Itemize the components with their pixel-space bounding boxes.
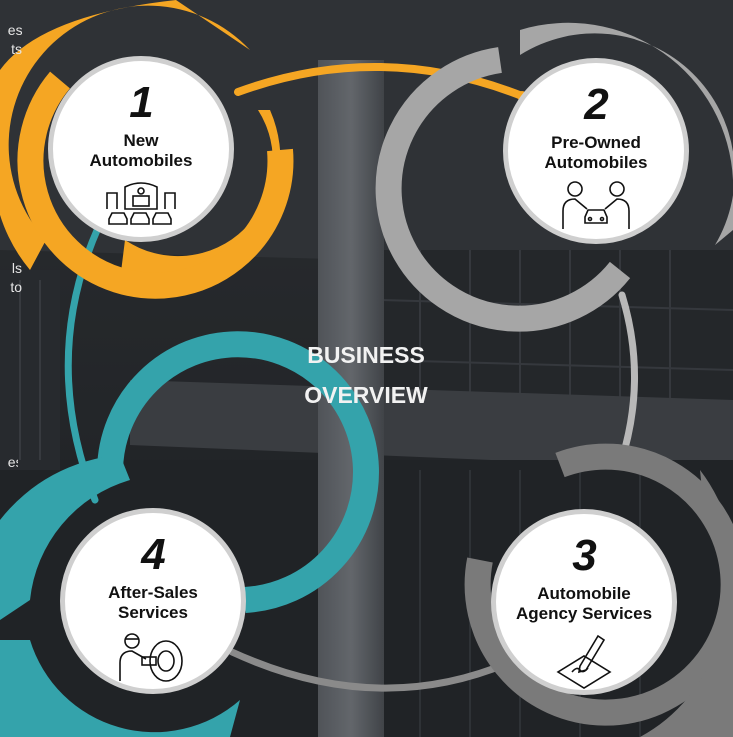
edge-fragment-2: ts [11, 41, 22, 57]
connector-2-to-3 [616, 291, 638, 469]
node4-outer-arc [0, 455, 130, 620]
connector-3-to-4 [228, 648, 519, 692]
showroom-icon [106, 182, 176, 225]
node-title: New Automobiles [89, 131, 193, 170]
edge-text-fragment: es [0, 2, 22, 40]
signature-icon [556, 634, 612, 689]
edge-fragment-5: es [7, 454, 18, 470]
node-number: 4 [141, 530, 165, 579]
edge-fragment-4: to [10, 279, 22, 295]
center-title-line2: OVERVIEW [304, 382, 428, 408]
node3-ring [464, 443, 733, 726]
node-title: Automobile Agency Services [515, 584, 653, 623]
mechanic-tire-icon [119, 633, 183, 682]
node4-ring [97, 331, 379, 613]
node1-outer-arc [0, 0, 250, 270]
edge-fragment-1: es [7, 22, 22, 38]
node-new-automobiles[interactable]: 1 New Automobiles [48, 56, 234, 242]
node-pre-owned-automobiles[interactable]: 2 Pre-Owned Automobiles [503, 58, 689, 244]
node-number: 3 [572, 531, 596, 580]
edge-text-fragment: to [0, 259, 22, 297]
connector-1-to-2 [234, 63, 526, 100]
edge-text-fragment: es [0, 434, 18, 472]
edge-text-fragment: ts [0, 21, 22, 59]
center-title-line1: BUSINESS [307, 342, 425, 368]
node-number: 2 [584, 80, 608, 129]
node-title: Pre-Owned Automobiles [544, 133, 648, 172]
node-after-sales-services[interactable]: 4 After-Sales Services [60, 508, 246, 694]
edge-text-fragment: ls [0, 240, 22, 278]
node-number: 1 [129, 78, 153, 127]
center-title: BUSINESS OVERVIEW [266, 335, 466, 415]
node-automobile-agency-services[interactable]: 3 Automobile Agency Services [491, 509, 677, 695]
edge-fragment-3: ls [11, 260, 22, 276]
node2-ring [375, 47, 631, 332]
handshake-car-icon [562, 181, 630, 229]
node3-outer-arc [640, 470, 733, 737]
node4-lower-arc [0, 640, 240, 737]
node-title: After-Sales Services [108, 583, 198, 622]
node1-ring [17, 71, 294, 299]
